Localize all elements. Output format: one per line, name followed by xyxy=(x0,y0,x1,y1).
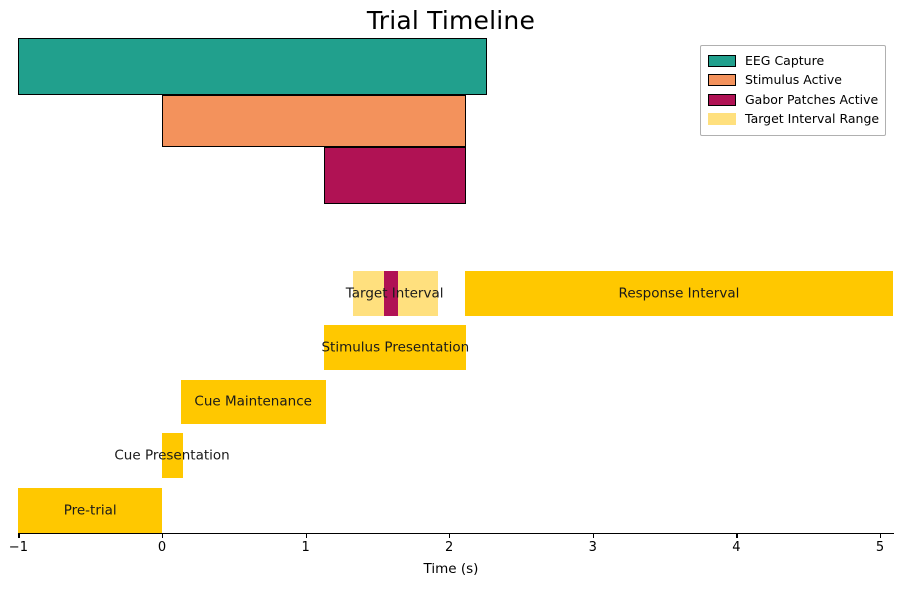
x-axis-line xyxy=(18,533,894,535)
legend-swatch-stimulus-active xyxy=(708,74,736,87)
epoch-label-cue-presentation: Cue Presentation xyxy=(114,446,230,463)
x-axis-tick-label: 2 xyxy=(445,540,454,555)
legend-swatch-gabor-patches-active xyxy=(708,93,736,106)
epoch-label-stimulus-presentation: Stimulus Presentation xyxy=(321,338,470,355)
x-axis-tick-label: 3 xyxy=(588,540,597,555)
signal-bar-gabor-patches-active[interactable] xyxy=(324,147,467,204)
epoch-bar-stimulus-presentation[interactable] xyxy=(324,325,467,370)
x-axis-tick xyxy=(449,533,451,538)
epoch-bar-cue-maintenance[interactable] xyxy=(180,380,326,424)
legend-label-stimulus-active: Stimulus Active xyxy=(745,72,842,87)
epoch-bar-pre-trial[interactable] xyxy=(18,488,162,533)
epoch-label-pre-trial: Pre-trial xyxy=(63,501,117,518)
x-axis-tick-label: −1 xyxy=(8,540,28,555)
legend-label-eeg-capture: EEG Capture xyxy=(745,52,825,68)
x-axis-tick xyxy=(305,533,307,538)
legend-item-target-interval-range[interactable]: Target Interval Range xyxy=(708,110,880,130)
legend-item-stimulus-active[interactable]: Stimulus Active xyxy=(708,71,878,91)
x-axis-tick xyxy=(162,533,164,538)
signal-bar-eeg-capture[interactable] xyxy=(18,38,487,95)
x-axis-tick xyxy=(880,533,882,538)
epoch-label-target-interval: Target Interval xyxy=(345,284,444,301)
signal-bar-stimulus-active[interactable] xyxy=(162,95,467,147)
legend-item-eeg-capture[interactable]: EEG Capture xyxy=(708,51,878,71)
x-axis-tick xyxy=(736,533,738,538)
legend-label-target-interval-range: Target Interval Range xyxy=(745,111,880,126)
x-axis-tick-label: 4 xyxy=(732,540,741,555)
epoch-label-response-interval: Response Interval xyxy=(618,284,740,301)
legend-item-gabor-patches-active[interactable]: Gabor Patches Active xyxy=(708,90,878,110)
legend-swatch-eeg-capture xyxy=(708,54,736,67)
x-axis-tick-label: 1 xyxy=(301,540,310,555)
legend-swatch-target-interval-range xyxy=(708,113,736,126)
epoch-label-cue-maintenance: Cue Maintenance xyxy=(194,393,312,410)
epoch-bar-cue-presentation[interactable] xyxy=(162,433,183,478)
epoch-bar-response-interval[interactable] xyxy=(464,271,893,316)
x-axis-tick-label: 0 xyxy=(157,540,167,555)
chart-title: Trial Timeline xyxy=(366,6,536,35)
x-axis-tick xyxy=(18,533,20,538)
legend-label-gabor-patches-active: Gabor Patches Active xyxy=(745,91,879,107)
target-onset-marker xyxy=(383,271,399,316)
x-axis-tick xyxy=(592,533,595,538)
x-axis-label: Time (s) xyxy=(423,561,479,577)
x-axis-tick-label: 5 xyxy=(875,540,885,555)
